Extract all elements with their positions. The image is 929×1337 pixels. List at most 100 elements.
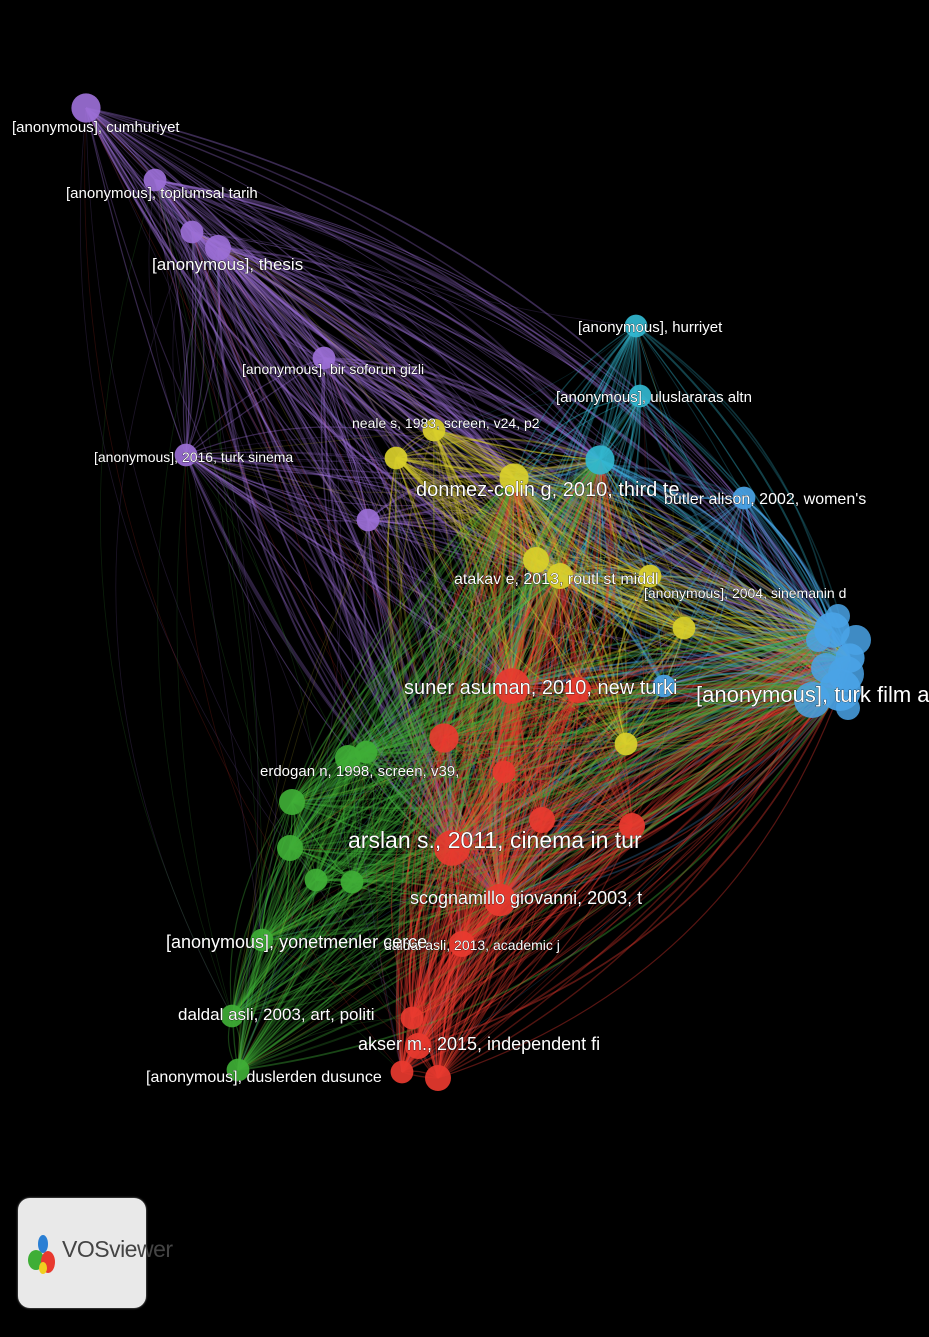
network-link [649,575,833,633]
node-p6[interactable] [180,220,204,244]
node-c2[interactable] [628,384,652,408]
node-r1[interactable] [494,668,530,704]
node-r13[interactable] [400,1006,424,1030]
network-link [172,231,193,456]
network-link [599,325,637,461]
network-link [457,685,513,945]
node-g2[interactable] [250,928,274,952]
network-link [185,454,513,687]
node-r8[interactable] [565,677,591,703]
node-c3[interactable] [585,445,615,475]
network-link [184,454,403,1073]
network-link [451,743,627,849]
network-link [231,459,601,1017]
network-link [347,477,515,759]
node-r6[interactable] [429,723,459,753]
network-link [503,459,601,773]
network-link [513,477,579,691]
node-g7[interactable] [304,868,328,892]
node-b5[interactable] [652,674,676,698]
network-link [511,325,637,687]
node-g4[interactable] [226,1058,250,1082]
network-link [433,429,601,461]
node-y7[interactable] [672,616,696,640]
network-link [437,459,601,1079]
node-p4[interactable] [312,346,336,370]
network-link [433,424,601,461]
network-link [185,247,221,456]
node-r10[interactable] [425,1065,451,1091]
node-y8[interactable] [614,732,638,756]
node-g1[interactable] [335,745,361,771]
network-link [417,657,851,1047]
node-r2[interactable] [434,830,470,866]
network-link [513,477,833,631]
network-link [451,459,603,849]
network-link [315,684,841,881]
node-r9[interactable] [492,760,516,784]
network-link [351,459,601,883]
network-link [191,231,851,659]
network-link [289,575,561,849]
node-g3[interactable] [220,1004,244,1028]
network-link [85,107,637,327]
network-link [401,685,513,1073]
network-link [510,477,531,687]
node-p3[interactable] [205,235,231,261]
node-y1[interactable] [384,446,408,470]
network-link [441,737,501,901]
network-link [411,575,561,1019]
network-link [503,629,833,773]
network-link [401,575,561,1073]
node-g8[interactable] [340,870,364,894]
network-link [237,477,515,1071]
node-label-b2: [anonymous], turk film arastir [696,682,929,707]
network-link [154,179,561,577]
node-r11[interactable] [390,1060,414,1084]
network-link [289,477,515,849]
network-link [85,107,501,901]
network-link [559,575,627,745]
node-y6[interactable] [523,547,549,573]
node-g5[interactable] [279,789,305,815]
node-r7[interactable] [529,807,555,833]
node-y3[interactable] [547,563,573,589]
node-y5[interactable] [422,418,446,442]
network-link [401,477,515,1073]
network-link [499,575,651,901]
network-link [499,657,851,901]
node-b1[interactable] [732,486,756,510]
network-link [599,325,637,461]
node-r3[interactable] [483,883,517,917]
network-link [390,737,445,1019]
node-c1[interactable] [624,314,648,338]
node-y4[interactable] [638,564,662,588]
node-p5[interactable] [174,443,198,467]
network-link [411,743,627,1019]
network-link [625,575,652,745]
node-y2[interactable] [499,463,529,493]
network-link [460,477,515,901]
node-r12[interactable] [619,813,645,839]
network-link [577,459,618,691]
network-link [154,179,561,577]
node-r5[interactable] [405,1033,431,1059]
vosviewer-badge[interactable]: VOSviewer [18,1198,173,1308]
node-p7[interactable] [356,508,380,532]
network-link [154,179,851,659]
network-link [261,689,841,941]
network-link [237,477,515,1071]
network-link [395,457,601,461]
node-p2[interactable] [143,168,167,192]
network-link [237,757,349,1071]
network-link [237,1017,413,1071]
network-link [411,459,601,1019]
node-g9[interactable] [354,740,378,764]
node-p1[interactable] [71,93,101,123]
network-link [432,737,463,945]
node-r4[interactable] [449,931,475,957]
node-g6[interactable] [277,835,303,861]
network-link [185,454,318,881]
network-link [461,575,651,945]
